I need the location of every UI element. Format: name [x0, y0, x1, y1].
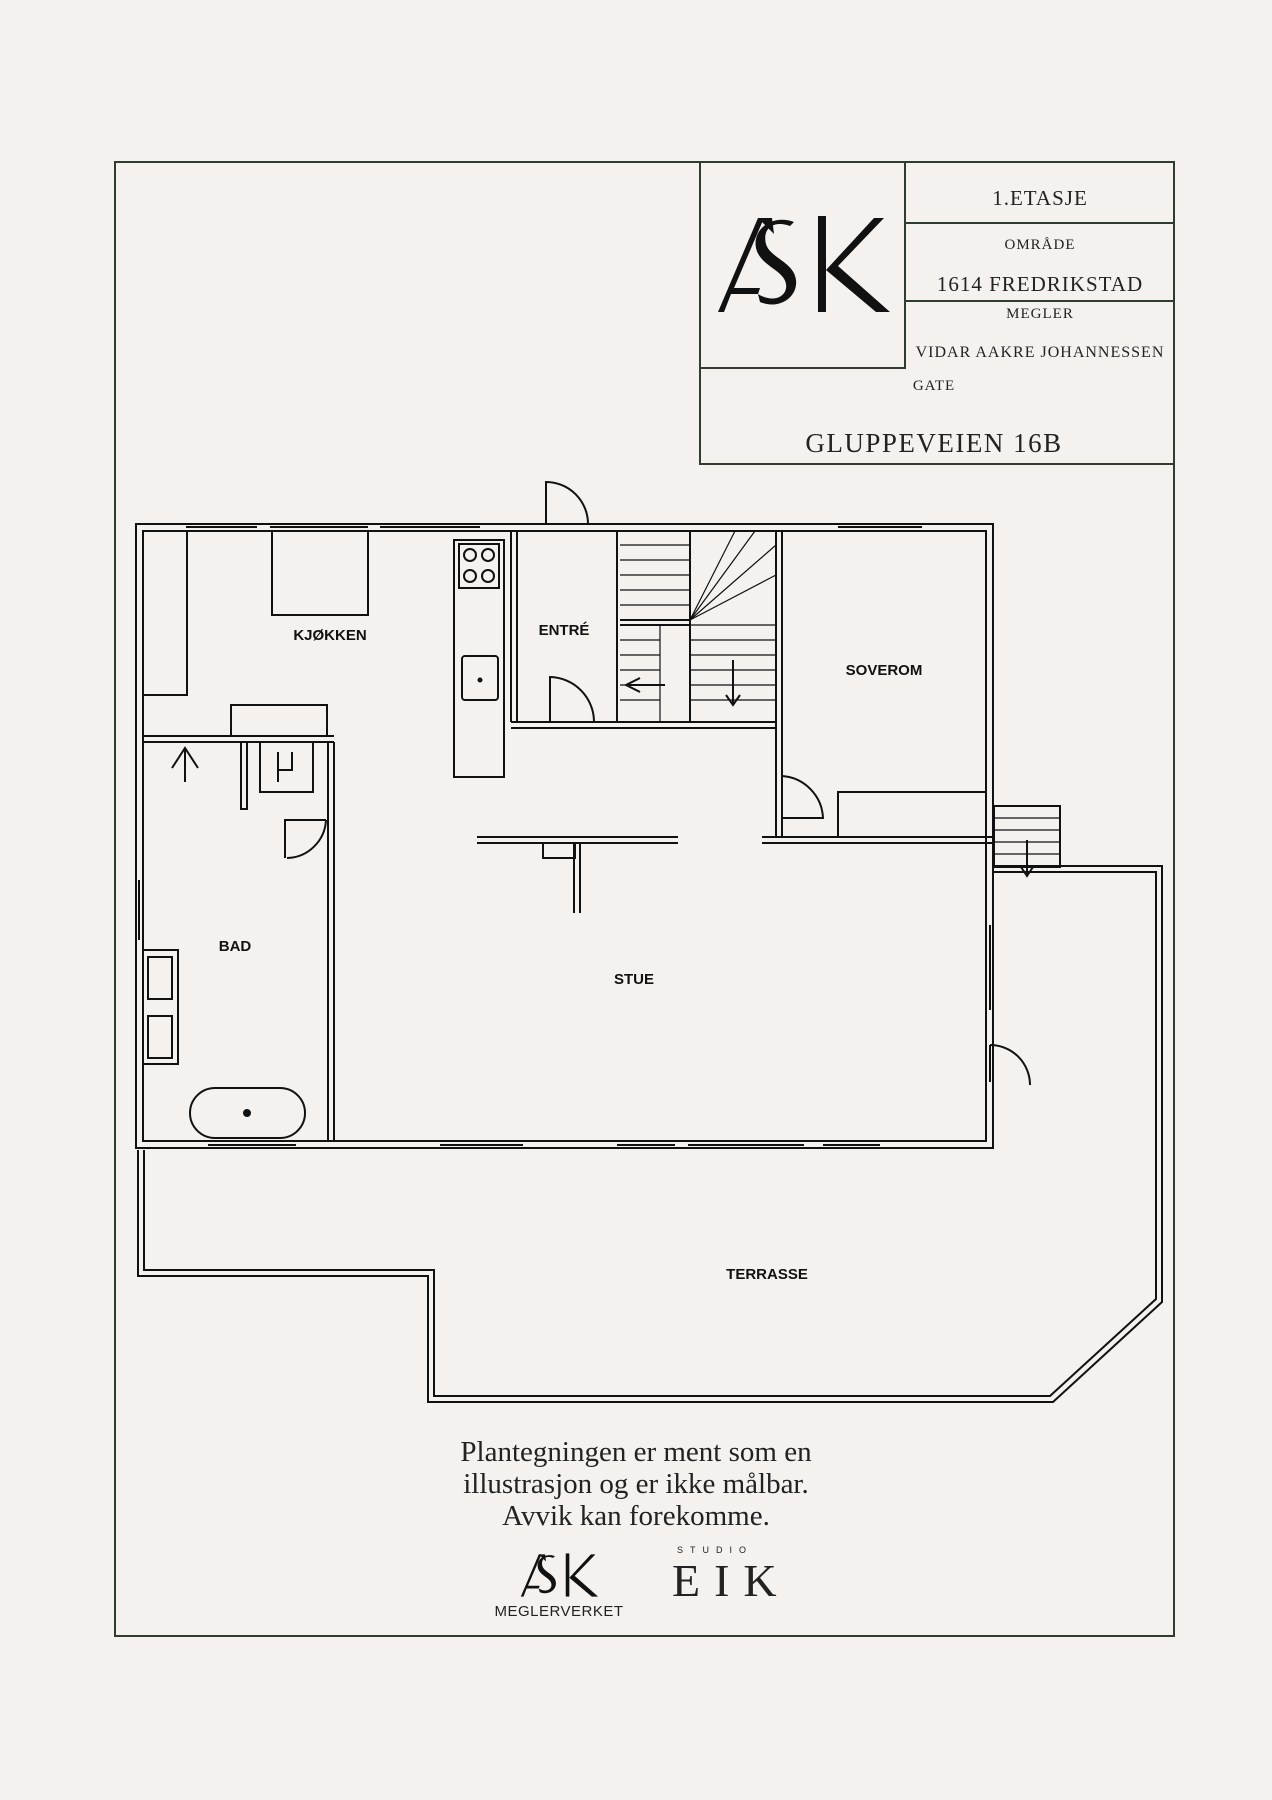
room-label-bedroom: SOVEROM [845, 662, 923, 679]
title-divider-2 [905, 300, 1175, 302]
disclaimer-line-2: illustrasjon og er ikke målbar. [463, 1468, 809, 1500]
room-label-living: STUE [613, 971, 654, 988]
ask-meglerverket-logo [520, 1553, 599, 1597]
disclaimer-line-1: Plantegningen er ment som en [460, 1436, 812, 1468]
street-value: GLUPPEVEIEN 16B [805, 428, 1063, 458]
floor-label: 1.ETASJE [992, 186, 1088, 210]
ask-logo [718, 216, 890, 312]
title-block [699, 161, 1175, 465]
agent-value: VIDAR AAKRE JOHANNESSEN [915, 344, 1165, 361]
eik-logo: EIK [672, 1555, 791, 1606]
room-label-kitchen: KJØKKEN [293, 627, 367, 644]
disclaimer: Plantegningen er ment som en illustrasjo… [336, 1436, 936, 1532]
area-value: 1614 FREDRIKSTAD [936, 272, 1144, 296]
logo-cell [699, 161, 906, 369]
area-label: OMRÅDE [1004, 237, 1076, 253]
title-divider-1 [905, 222, 1175, 224]
room-label-entrance: ENTRÉ [538, 622, 590, 639]
disclaimer-line-3: Avvik kan forekomme. [502, 1500, 770, 1532]
agent-label: MEGLER [1006, 306, 1074, 322]
page-frame [114, 161, 1175, 1637]
street-label: GATE [912, 378, 956, 394]
meglerverket-label: MEGLERVERKET [494, 1603, 624, 1620]
room-label-terrace: TERRASSE [726, 1266, 808, 1283]
room-label-bathroom: BAD [218, 938, 252, 955]
studio-label: STUDIO [677, 1545, 754, 1555]
